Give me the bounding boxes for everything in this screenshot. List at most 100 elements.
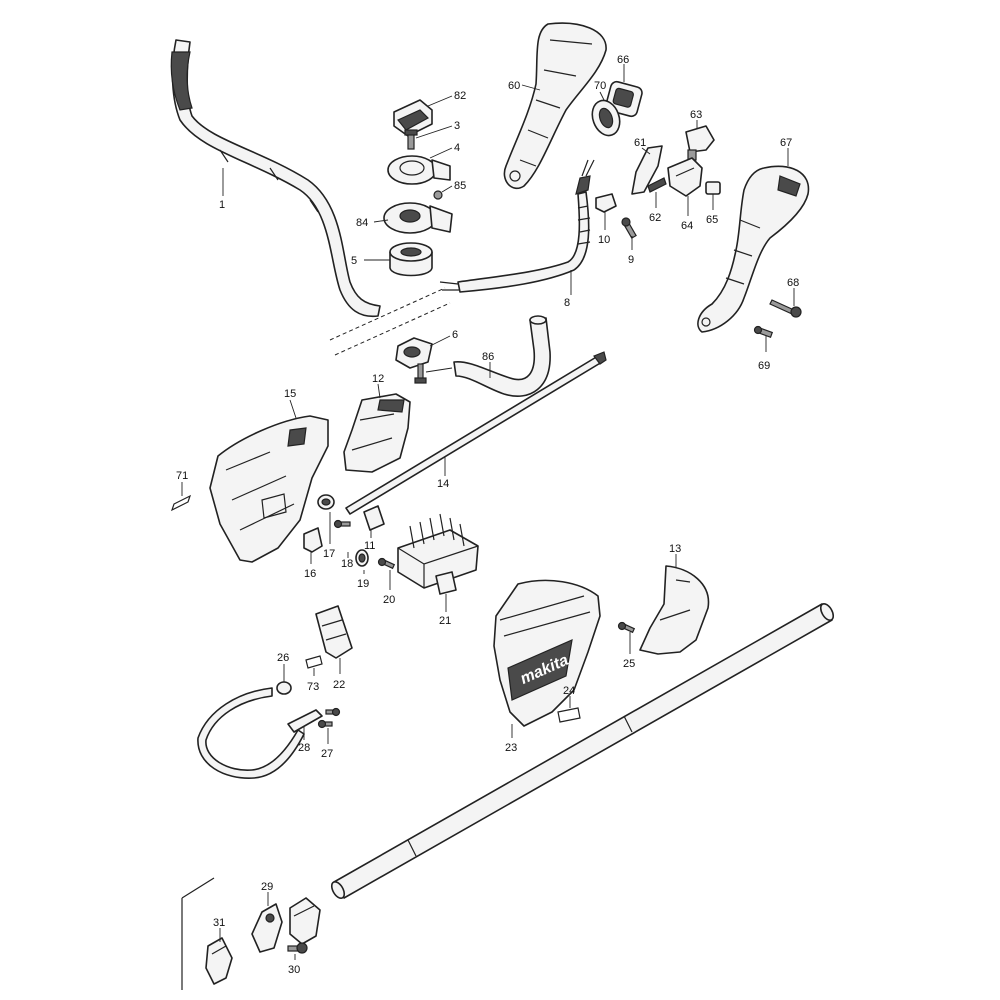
label-part-15: 15 xyxy=(284,388,296,400)
leader-61 xyxy=(641,147,651,155)
part-86-bent-pipe xyxy=(453,315,551,397)
part-85-small-screw xyxy=(433,190,443,200)
leader-4 xyxy=(429,147,453,159)
leader-3 xyxy=(415,125,453,139)
label-part-17: 17 xyxy=(323,548,335,560)
part-66-switch xyxy=(605,80,643,118)
part-10-clip xyxy=(595,193,617,213)
leader-60 xyxy=(521,84,541,91)
part-11-collar xyxy=(363,505,385,531)
part-14-shaft xyxy=(345,351,607,515)
label-part-64: 64 xyxy=(681,220,693,232)
label-part-1: 1 xyxy=(219,199,225,211)
label-part-71: 71 xyxy=(176,470,188,482)
leader-15 xyxy=(289,399,297,419)
label-part-65: 65 xyxy=(706,214,718,226)
label-part-27: 27 xyxy=(321,748,333,760)
label-part-68: 68 xyxy=(787,277,799,289)
leader-70 xyxy=(599,91,605,101)
part-31-clip xyxy=(205,937,233,985)
label-part-67: 67 xyxy=(780,137,792,149)
part-12-motor-cover xyxy=(343,393,411,473)
part-67-rear-grip xyxy=(697,165,810,333)
label-part-28: 28 xyxy=(298,742,310,754)
label-part-12: 12 xyxy=(372,373,384,385)
part-61-trigger xyxy=(631,145,663,195)
label-part-24: 24 xyxy=(563,685,575,697)
label-part-10: 10 xyxy=(598,234,610,246)
part-19-screw xyxy=(377,557,396,570)
label-part-9: 9 xyxy=(628,254,634,266)
part-17-screw xyxy=(333,519,351,529)
part-28-loop-guard xyxy=(197,687,323,779)
alignment-line-upper xyxy=(329,287,446,341)
label-part-84: 84 xyxy=(356,217,368,229)
label-part-31: 31 xyxy=(213,917,225,929)
part-18-clip xyxy=(355,549,369,567)
label-part-82: 82 xyxy=(454,90,466,102)
label-part-18: 18 xyxy=(341,558,353,570)
part-3-screw xyxy=(404,129,418,150)
label-part-29: 29 xyxy=(261,881,273,893)
label-part-19: 19 xyxy=(357,578,369,590)
part-29-bracket xyxy=(251,903,283,953)
part-71-seal xyxy=(170,494,192,512)
label-part-60: 60 xyxy=(508,80,520,92)
label-part-14: 14 xyxy=(437,478,449,490)
label-part-16: 16 xyxy=(304,568,316,580)
leader-6 xyxy=(429,335,451,347)
part-24-label xyxy=(557,707,581,723)
part-8-cable xyxy=(439,159,595,293)
part-22-plate xyxy=(315,605,353,659)
part-62-spring xyxy=(647,177,667,193)
part-70-button xyxy=(591,99,621,137)
part-73-label xyxy=(305,655,323,669)
part-15-housing xyxy=(209,415,329,563)
label-part-21: 21 xyxy=(439,615,451,627)
leader-82 xyxy=(427,95,453,107)
part-1-handle-bar xyxy=(170,39,381,318)
frame-marker xyxy=(181,877,215,990)
label-part-70: 70 xyxy=(594,80,606,92)
label-part-3: 3 xyxy=(454,120,460,132)
label-part-4: 4 xyxy=(454,142,460,154)
label-part-69: 69 xyxy=(758,360,770,372)
part-4-clamp xyxy=(387,155,451,185)
part-9-screw xyxy=(621,217,637,239)
label-part-73: 73 xyxy=(307,681,319,693)
leader-85 xyxy=(441,185,453,193)
leader-7 xyxy=(425,367,453,373)
part-82-cap xyxy=(393,99,433,137)
leader-12 xyxy=(377,383,381,399)
part-68-screw xyxy=(769,299,802,318)
label-part-62: 62 xyxy=(649,212,661,224)
label-part-66: 66 xyxy=(617,54,629,66)
label-part-61: 61 xyxy=(634,137,646,149)
main-shaft-tube xyxy=(330,603,835,899)
part-17-clamp-ring xyxy=(317,494,335,510)
label-part-23: 23 xyxy=(505,742,517,754)
label-part-20: 20 xyxy=(383,594,395,606)
part-30-screw xyxy=(287,942,308,954)
label-part-11: 11 xyxy=(364,540,375,552)
label-part-25: 25 xyxy=(623,658,635,670)
label-part-63: 63 xyxy=(690,109,702,121)
part-64-switch-lever xyxy=(667,157,703,197)
part-69-screw xyxy=(753,325,774,338)
label-part-8: 8 xyxy=(564,297,570,309)
part-13-cover xyxy=(639,565,710,655)
part-5-ring xyxy=(389,242,433,277)
part-7-screw xyxy=(414,363,427,384)
label-part-85: 85 xyxy=(454,180,466,192)
part-21-terminal-block xyxy=(397,513,479,595)
label-part-22: 22 xyxy=(333,679,345,691)
part-27-screws xyxy=(317,707,341,729)
part-63-lever xyxy=(685,125,715,161)
part-23-battery-housing: makita xyxy=(493,579,601,727)
label-part-86: 86 xyxy=(482,351,494,363)
leader-84 xyxy=(373,219,389,223)
label-part-6: 6 xyxy=(452,329,458,341)
part-84-clamp-base xyxy=(383,202,453,234)
part-65-small-block xyxy=(705,181,721,195)
